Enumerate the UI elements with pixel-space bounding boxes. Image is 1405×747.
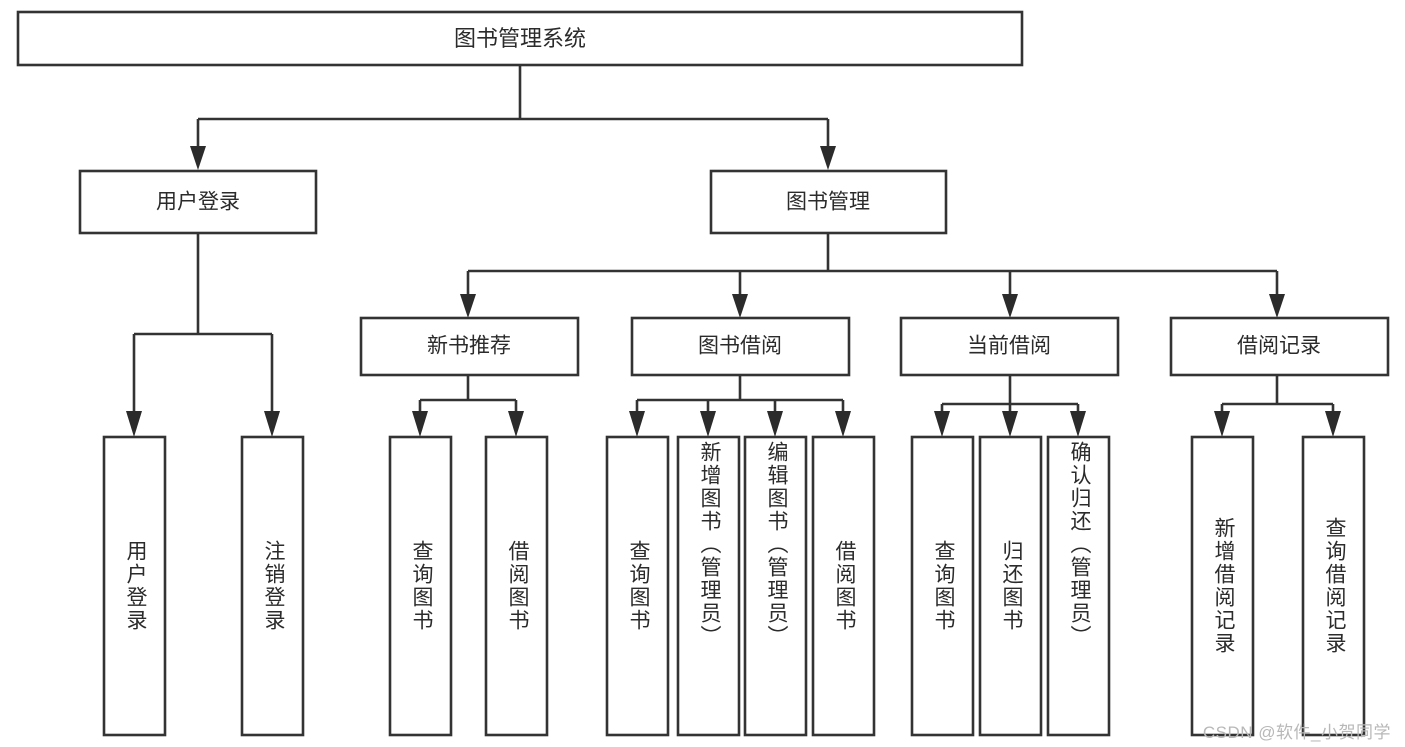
arrow-bb-leaf4 (835, 411, 851, 437)
arrow-root-to-book-mgmt (820, 146, 836, 170)
node-current-borrow-box (899, 316, 1120, 377)
arrow-user-login-leaf1 (126, 411, 142, 437)
leaf-box-user-login-1[interactable] (102, 435, 167, 737)
arrow-bb-leaf2 (700, 411, 716, 437)
node-book-management-box (709, 169, 948, 235)
node-book-borrow-box (630, 316, 851, 377)
arrow-user-login-leaf2 (264, 411, 280, 437)
arrow-bm-to-current-borrow (1002, 294, 1018, 318)
node-root-system[interactable]: 图书管理系统 (16, 10, 1024, 67)
node-user-login-label: 用户登录 (156, 191, 240, 214)
node-current-borrow-label: 当前借阅 (967, 335, 1051, 358)
leaf-box-book-borrow-2[interactable] (676, 435, 741, 737)
leaf-box-book-borrow-1[interactable] (605, 435, 670, 737)
leaf-box-borrow-record-2[interactable] (1301, 435, 1366, 737)
leaf-box-new-book-2[interactable] (484, 435, 549, 737)
node-current-borrow[interactable]: 当前借阅 (899, 316, 1120, 377)
arrow-br-leaf1 (1214, 411, 1230, 437)
node-user-login-box (78, 169, 318, 235)
arrow-root-to-user-login (190, 146, 206, 170)
watermark-text: CSDN @软件_小贺同学 (1202, 723, 1391, 742)
arrow-cb-leaf1 (934, 411, 950, 437)
leaf-box-current-borrow-3[interactable] (1046, 435, 1111, 737)
node-root-box (16, 10, 1024, 67)
arrow-bm-to-borrow-record (1269, 294, 1285, 318)
leaf-box-user-login-2[interactable] (240, 435, 305, 737)
node-book-management-label: 图书管理 (786, 191, 870, 214)
arrow-cb-leaf2 (1002, 411, 1018, 437)
arrow-bm-to-new-book (460, 294, 476, 318)
leaf-box-new-book-1[interactable] (388, 435, 453, 737)
node-book-management[interactable]: 图书管理 (709, 169, 948, 235)
node-new-book-recommend[interactable]: 新书推荐 (359, 316, 580, 377)
node-book-borrow[interactable]: 图书借阅 (630, 316, 851, 377)
arrow-cb-leaf3 (1070, 411, 1086, 437)
leaf-box-borrow-record-1[interactable] (1190, 435, 1255, 737)
arrow-bb-leaf1 (629, 411, 645, 437)
arrow-newbook-leaf1 (412, 411, 428, 437)
leaf-boxes-group (102, 435, 1366, 737)
node-user-login[interactable]: 用户登录 (78, 169, 318, 235)
leaf-box-current-borrow-1[interactable] (910, 435, 975, 737)
leaf-box-book-borrow-4[interactable] (811, 435, 876, 737)
node-new-book-recommend-box (359, 316, 580, 377)
node-borrow-record-box (1169, 316, 1390, 377)
arrow-br-leaf2 (1325, 411, 1341, 437)
leaf-box-current-borrow-2[interactable] (978, 435, 1043, 737)
leaf-box-book-borrow-3[interactable] (743, 435, 808, 737)
arrow-newbook-leaf2 (508, 411, 524, 437)
arrow-bb-leaf3 (767, 411, 783, 437)
arrow-bm-to-book-borrow (732, 294, 748, 318)
node-book-borrow-label: 图书借阅 (698, 335, 782, 358)
node-new-book-recommend-label: 新书推荐 (427, 335, 511, 358)
node-borrow-record[interactable]: 借阅记录 (1169, 316, 1390, 377)
node-borrow-record-label: 借阅记录 (1237, 335, 1321, 358)
connectors-group (126, 65, 1341, 437)
node-root-label: 图书管理系统 (454, 26, 586, 51)
